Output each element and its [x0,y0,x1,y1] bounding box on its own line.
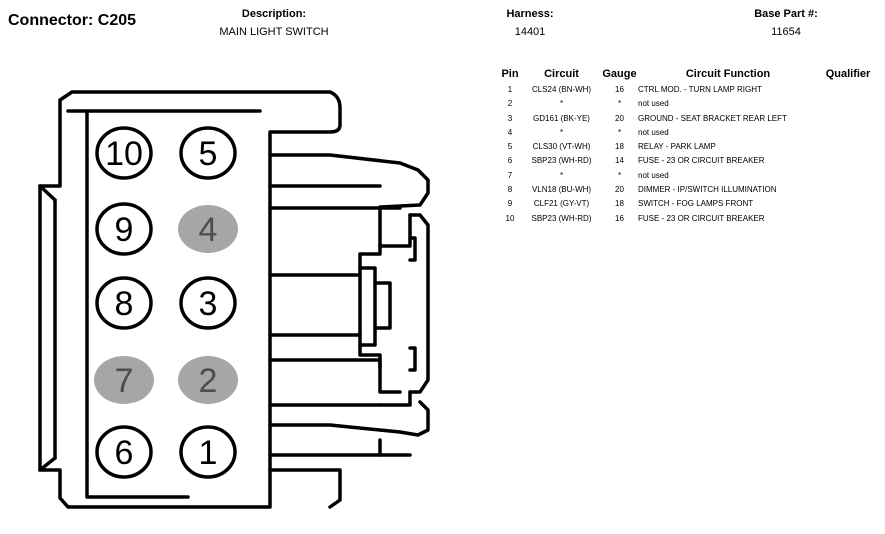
pin-cell: 7 [507,170,513,180]
pin-circle [95,425,153,479]
function-cell: SWITCH - FOG LAMPS FRONT [638,199,754,209]
description-value: MAIN LIGHT SWITCH [219,26,329,38]
table-row: 7 * * not used [498,169,878,183]
header-circuit: Circuit [544,68,579,80]
header-qualifier: Qualifier [825,68,871,80]
pin-table: Pin Circuit Gauge Circuit Function Quali… [498,68,878,226]
pin-cell: 4 [507,127,513,137]
table-row: 9 CLF21 (GY-VT) 18 SWITCH - FOG LAMPS FR… [498,197,878,211]
pin-cavity-8: 8 [95,276,153,330]
pin-cavity-5: 5 [179,126,237,180]
table-row: 3 GD161 (BK-YE) 20 GROUND - SEAT BRACKET… [498,112,878,126]
function-cell: FUSE - 23 OR CIRCUIT BREAKER [638,213,765,223]
pin-number: 5 [199,135,218,173]
gauge-cell: * [617,99,622,109]
circuit-cell: CLS24 (BN-WH) [531,85,592,94]
pin-cavity-2: 2 [178,356,238,404]
connector-title: Connector: C205 [8,12,137,29]
header-pin: Pin [501,68,519,80]
circuit-cell: * [559,127,564,137]
base-part-value: 11654 [771,26,801,38]
circuit-cell: SBP23 (WH-RD) [531,156,592,166]
pin-cell: 9 [507,199,513,209]
pin-number: 4 [199,211,218,249]
header-gauge: Gauge [602,68,637,80]
circuit-cell: CLS30 (VT-WH) [532,142,591,152]
table-row: 6 SBP23 (WH-RD) 14 FUSE - 23 OR CIRCUIT … [498,154,878,168]
gauge-cell: * [617,170,622,180]
pin-cell: 6 [507,156,513,166]
gauge-cell: 20 [615,113,624,123]
pin-circle [95,126,153,180]
gauge-cell: 20 [615,185,624,195]
table-row: 8 VLN18 (BU-WH) 20 DIMMER - IP/SWITCH IL… [498,183,878,197]
gauge-cell: * [617,127,622,137]
function-cell: RELAY - PARK LAMP [638,142,716,152]
harness-value: 14401 [514,26,546,38]
pin-circle [179,126,237,180]
pin-number: 1 [199,434,218,472]
pin-cell: 8 [507,185,513,195]
pin-cell: 2 [507,99,513,109]
pin-circle [94,356,154,404]
pin-cavity-3: 3 [179,276,237,330]
pin-circle [179,276,237,330]
circuit-cell: * [559,99,564,109]
pin-cavity-10: 10 [95,126,153,180]
gauge-cell: 16 [615,85,624,94]
pin-cavity-1: 1 [179,425,237,479]
table-row: 2 * * not used [498,97,878,111]
pin-circle [95,276,153,330]
pin-number: 8 [115,285,134,323]
pin-cell: 3 [507,113,513,123]
function-cell: GROUND - SEAT BRACKET REAR LEFT [638,113,787,123]
function-cell: not used [638,127,669,137]
connector-face-diagram: 10 5 9 4 8 3 7 2 6 1 [38,90,430,509]
gauge-cell: 16 [615,213,624,223]
table-row: 1 CLS24 (BN-WH) 16 CTRL MOD. - TURN LAMP… [498,83,878,97]
pin-cavity-7: 7 [94,356,154,404]
header-circuit-function: Circuit Function [685,68,771,80]
pin-number: 2 [199,362,218,400]
harness-label: Harness: [506,8,554,20]
circuit-cell: VLN18 (BU-WH) [531,185,592,195]
function-cell: FUSE - 23 OR CIRCUIT BREAKER [638,156,765,166]
pin-number: 7 [115,362,134,400]
circuit-cell: SBP23 (WH-RD) [531,213,592,223]
function-cell: not used [638,99,669,109]
pin-circle [178,356,238,404]
pin-cavity-9: 9 [95,202,153,256]
pin-circle [179,425,237,479]
circuit-cell: GD161 (BK-YE) [533,113,590,123]
pin-number: 6 [115,434,134,472]
pin-number: 10 [105,135,143,173]
table-row: 4 * * not used [498,126,878,140]
gauge-cell: 14 [615,156,624,166]
connector-housing-outline [38,90,430,509]
pin-circle [95,202,153,256]
pin-cavities: 10 5 9 4 8 3 7 2 6 1 [94,126,238,479]
pin-cavity-4: 4 [178,205,238,253]
pin-cell: 10 [505,213,515,223]
pin-cavity-6: 6 [95,425,153,479]
pin-cell: 5 [507,142,513,152]
gauge-cell: 18 [615,199,624,209]
pin-cell: 1 [507,85,513,94]
table-row: 5 CLS30 (VT-WH) 18 RELAY - PARK LAMP [498,140,878,154]
pin-number: 3 [199,285,218,323]
table-row: 10 SBP23 (WH-RD) 16 FUSE - 23 OR CIRCUIT… [498,212,878,226]
circuit-cell: * [559,170,564,180]
function-cell: not used [638,170,669,180]
pin-circle [178,205,238,253]
pin-table-header-row: Pin Circuit Gauge Circuit Function Quali… [498,68,878,83]
base-part-label: Base Part #: [754,8,818,20]
function-cell: CTRL MOD. - TURN LAMP RIGHT [638,85,762,94]
gauge-cell: 18 [615,142,624,152]
pin-number: 9 [115,211,134,249]
function-cell: DIMMER - IP/SWITCH ILLUMINATION [638,185,777,195]
description-label: Description: [241,8,307,20]
circuit-cell: CLF21 (GY-VT) [533,199,590,209]
